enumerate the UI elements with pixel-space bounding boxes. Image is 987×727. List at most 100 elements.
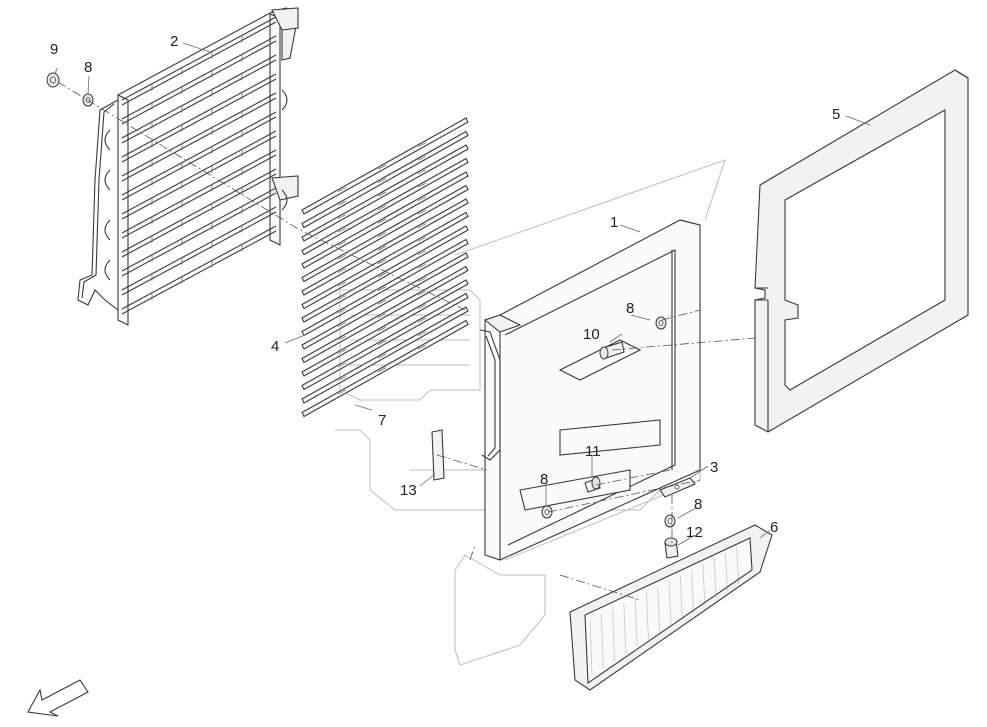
panel-hatch-line — [634, 597, 638, 648]
panel-hatch-line — [668, 580, 672, 627]
slat-mark — [417, 142, 427, 148]
condenser-tube — [121, 230, 277, 315]
slat-mark — [337, 254, 347, 260]
slat-mark — [377, 245, 387, 251]
panel-hatch-line — [736, 547, 740, 585]
slat-mark — [417, 250, 427, 256]
slat-mark — [417, 331, 427, 337]
callout-1: 1 — [610, 214, 618, 231]
slat-mark — [337, 335, 347, 341]
condenser-tube — [121, 35, 277, 120]
condenser-tube — [121, 97, 277, 182]
fastener-nut-9 — [46, 72, 60, 88]
callout-2: 2 — [170, 33, 178, 50]
slat-mark — [377, 178, 387, 183]
slat-mark — [417, 304, 427, 310]
condenser-tube — [121, 225, 277, 310]
slat-mark — [417, 223, 427, 229]
slat-mark — [337, 200, 347, 206]
direction-arrow-icon — [27, 679, 89, 717]
callout-5: 5 — [832, 106, 840, 123]
slat-mark — [337, 322, 347, 327]
condenser-tube — [121, 111, 277, 196]
slat-mark — [417, 209, 427, 215]
grille-louvres — [301, 117, 469, 418]
callout-4: 4 — [271, 338, 279, 355]
leader-lines — [54, 42, 871, 546]
condenser-tube — [121, 92, 277, 177]
bolt-12 — [664, 537, 679, 559]
slat-mark — [377, 313, 387, 318]
slat-mark — [417, 263, 427, 269]
condenser-tube — [121, 130, 277, 215]
callout-8-low: 8 — [540, 471, 548, 488]
condenser-tube — [121, 192, 277, 277]
condenser-tube — [121, 168, 277, 253]
condenser-tube — [121, 211, 277, 296]
slat-mark — [417, 317, 427, 323]
condenser-tube — [121, 78, 277, 163]
condenser-tube — [121, 16, 277, 101]
slat-mark — [417, 196, 427, 202]
condenser-tube — [121, 206, 277, 291]
condenser-tube — [121, 73, 277, 158]
slat-mark — [377, 205, 387, 210]
condenser-tube — [121, 21, 277, 106]
slat-mark — [337, 214, 347, 219]
condenser-tube — [121, 116, 277, 201]
washer-8-mid — [655, 316, 667, 330]
slat-mark — [377, 259, 387, 264]
slat-mark — [377, 353, 387, 359]
panel-hatch-line — [702, 564, 706, 606]
panel-hatch-line — [589, 619, 593, 676]
panel-hatch-line — [600, 614, 604, 669]
slat-mark — [377, 299, 387, 305]
slat-mark — [337, 389, 347, 395]
callout-13: 13 — [400, 482, 417, 499]
slat-mark — [377, 340, 387, 345]
panel-hatch-line — [612, 608, 615, 662]
condenser-tube — [121, 59, 277, 144]
slat-mark — [417, 155, 427, 161]
callout-8-right: 8 — [694, 496, 702, 513]
slat-mark — [417, 182, 427, 188]
bolt-11 — [584, 476, 601, 493]
slat-mark — [417, 169, 427, 175]
slat-mark — [417, 277, 427, 283]
callout-8-mid: 8 — [626, 300, 634, 317]
slat-mark — [337, 227, 347, 233]
callout-7: 7 — [378, 412, 386, 429]
slat-mark — [337, 187, 347, 192]
callout-11: 11 — [585, 443, 601, 460]
washer-8-top — [82, 93, 94, 107]
panel-hatch-line — [713, 558, 717, 599]
slat-mark — [417, 290, 427, 296]
slat-mark — [377, 326, 387, 332]
callout-9: 9 — [50, 41, 58, 58]
callout-6: 6 — [770, 519, 778, 536]
slat-mark — [377, 272, 387, 278]
condenser-tube — [121, 173, 277, 258]
slat-mark — [337, 295, 347, 300]
condenser-tube — [121, 54, 277, 139]
assembly-lines — [57, 81, 756, 601]
slat-mark — [377, 232, 387, 237]
slat-mark — [377, 367, 387, 372]
gasket-frame-5 — [754, 69, 969, 433]
slat-mark — [337, 281, 347, 287]
panel-hatch-line — [646, 592, 649, 641]
panel-hatch-line — [725, 553, 728, 592]
condenser-tube — [121, 187, 277, 272]
slat-mark — [417, 236, 427, 242]
callout-3: 3 — [710, 459, 718, 476]
slat-mark — [337, 349, 347, 354]
slat-mark — [337, 308, 347, 314]
callout-12: 12 — [686, 524, 703, 541]
panel-hatch-line — [691, 569, 694, 613]
lower-ghost-bracket — [454, 554, 546, 666]
slat-mark — [417, 344, 427, 350]
panel-hatch-line — [623, 603, 627, 655]
slat-mark — [337, 241, 347, 246]
panel-hatch-line — [657, 586, 661, 634]
